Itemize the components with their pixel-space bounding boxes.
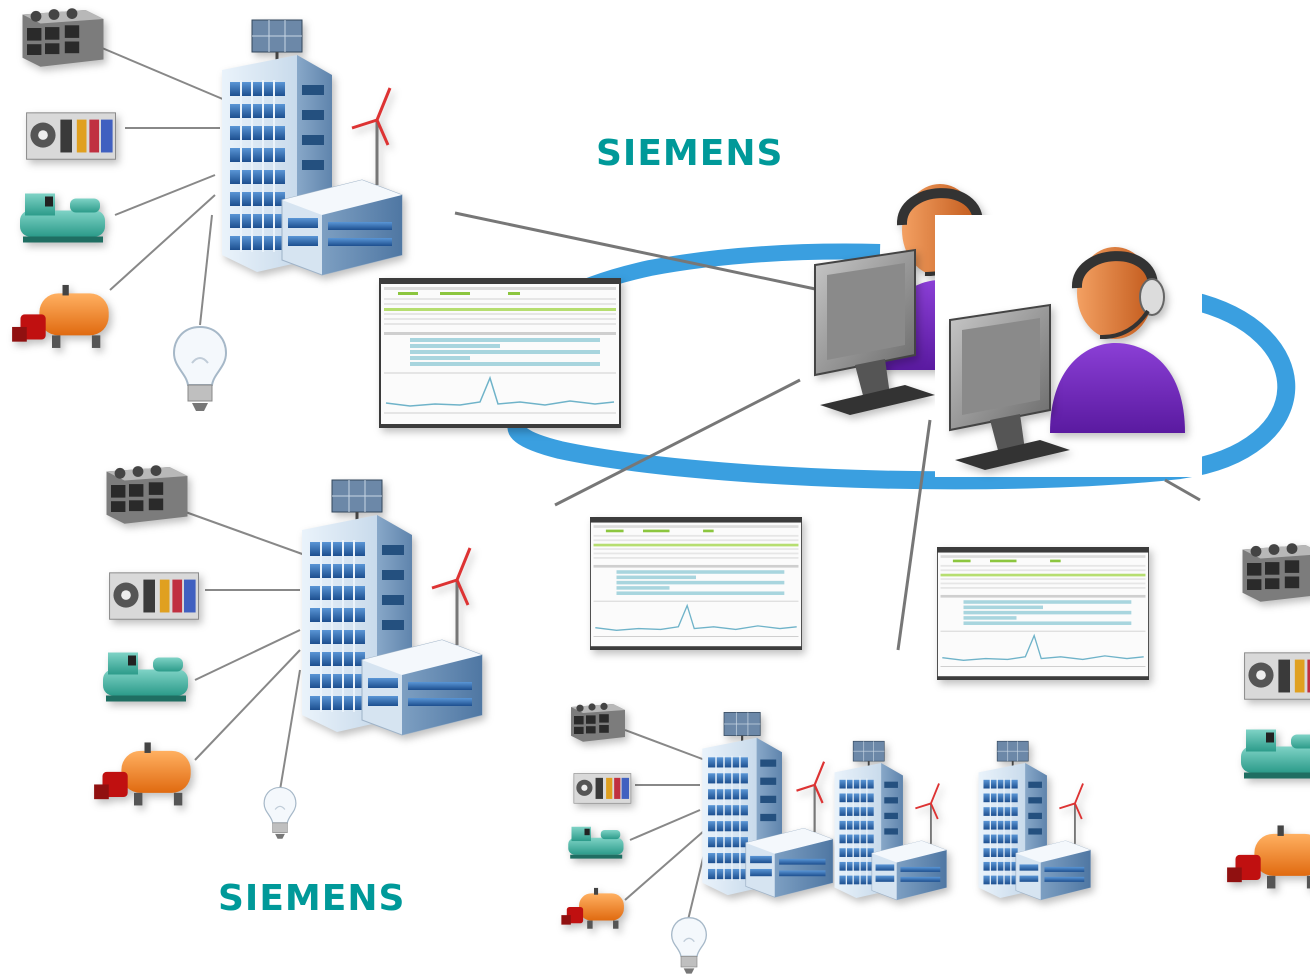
boiler-icon	[1225, 808, 1310, 908]
light-bulb-icon	[252, 785, 308, 840]
monitor-icon	[940, 300, 1080, 470]
cooling-tower-icon	[18, 5, 108, 69]
building-icon	[695, 705, 840, 901]
dashboard-screenshot	[937, 547, 1149, 680]
monitor-icon	[805, 245, 945, 415]
cooling-tower-icon	[568, 700, 628, 744]
air-handler-icon	[22, 108, 122, 166]
building-icon	[828, 735, 953, 903]
chiller-icon	[565, 822, 630, 864]
siemens-logo-top: SIEMENS	[596, 133, 784, 174]
siemens-logo-bottom: SIEMENS	[218, 878, 406, 919]
chiller-icon	[15, 186, 115, 251]
air-handler-icon	[1240, 648, 1310, 706]
dashboard-screenshot	[590, 517, 802, 650]
link-line	[454, 211, 821, 292]
building-icon	[212, 10, 412, 280]
boiler-icon	[92, 725, 197, 825]
chiller-icon	[98, 645, 198, 710]
chiller-icon	[1236, 722, 1310, 787]
boiler-icon	[10, 270, 115, 365]
air-handler-icon	[105, 568, 205, 626]
cooling-tower-icon	[102, 462, 192, 526]
light-bulb-icon	[170, 322, 230, 414]
building-icon	[292, 470, 492, 740]
air-handler-icon	[572, 770, 634, 808]
building-icon	[972, 735, 1097, 903]
cooling-tower-icon	[1238, 540, 1310, 604]
dashboard-screenshot	[378, 278, 622, 428]
boiler-icon	[560, 878, 628, 940]
light-bulb-icon	[668, 915, 710, 975]
